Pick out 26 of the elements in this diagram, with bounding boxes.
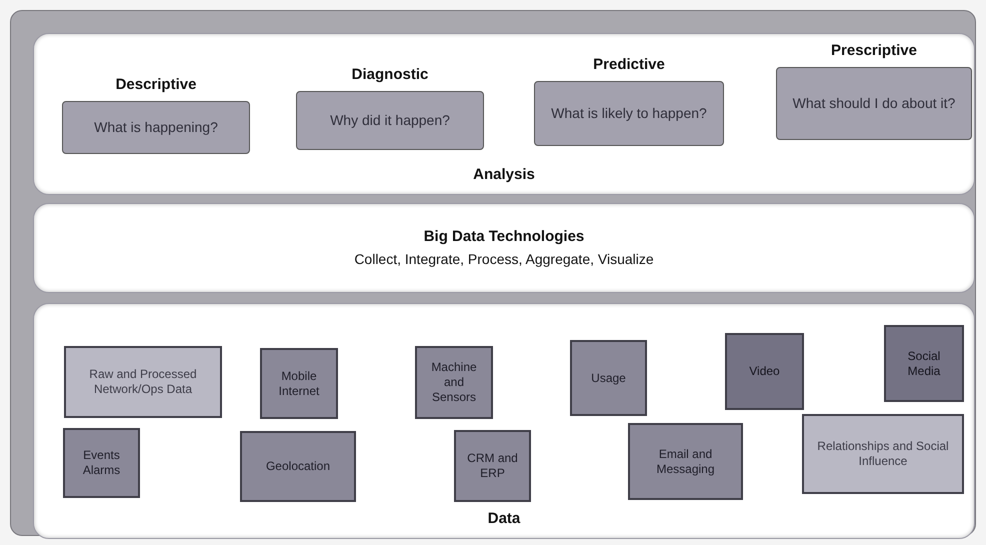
layer-title: Big Data Technologies [424,227,584,248]
question-box: Why did it happen? [296,90,484,150]
layer-panel [33,303,975,539]
data-source-box: CRM and ERP [454,430,531,502]
layer-subtitle: Collect, Integrate, Process, Aggregate, Visualize [354,250,654,269]
data-source-box: Mobile Internet [260,348,338,419]
data-source-box: Email and Messaging [628,423,743,500]
data-source-box: Raw and Processed Network/Ops Data [64,346,222,418]
data-source-box: Video [725,333,804,410]
data-source-box: Relationships and Social Influence [802,414,964,494]
box-heading: Descriptive [116,75,196,95]
data-source-box: Social Media [884,325,964,402]
layer-label: Analysis [472,164,536,184]
layer-panel [33,203,975,293]
question-box: What is likely to happen? [534,80,724,146]
layer-label: Data [486,508,522,528]
layer-panel [33,33,975,195]
question-box: What is happening? [62,100,250,154]
box-heading: Diagnostic [352,65,428,85]
question-box: What should I do about it? [776,66,972,140]
data-source-box: Events Alarms [63,428,140,498]
data-source-box: Usage [570,340,647,416]
data-source-box: Machine and Sensors [415,346,493,419]
data-source-box: Geolocation [240,431,356,502]
box-heading: Prescriptive [831,41,917,61]
box-heading: Predictive [593,55,665,75]
